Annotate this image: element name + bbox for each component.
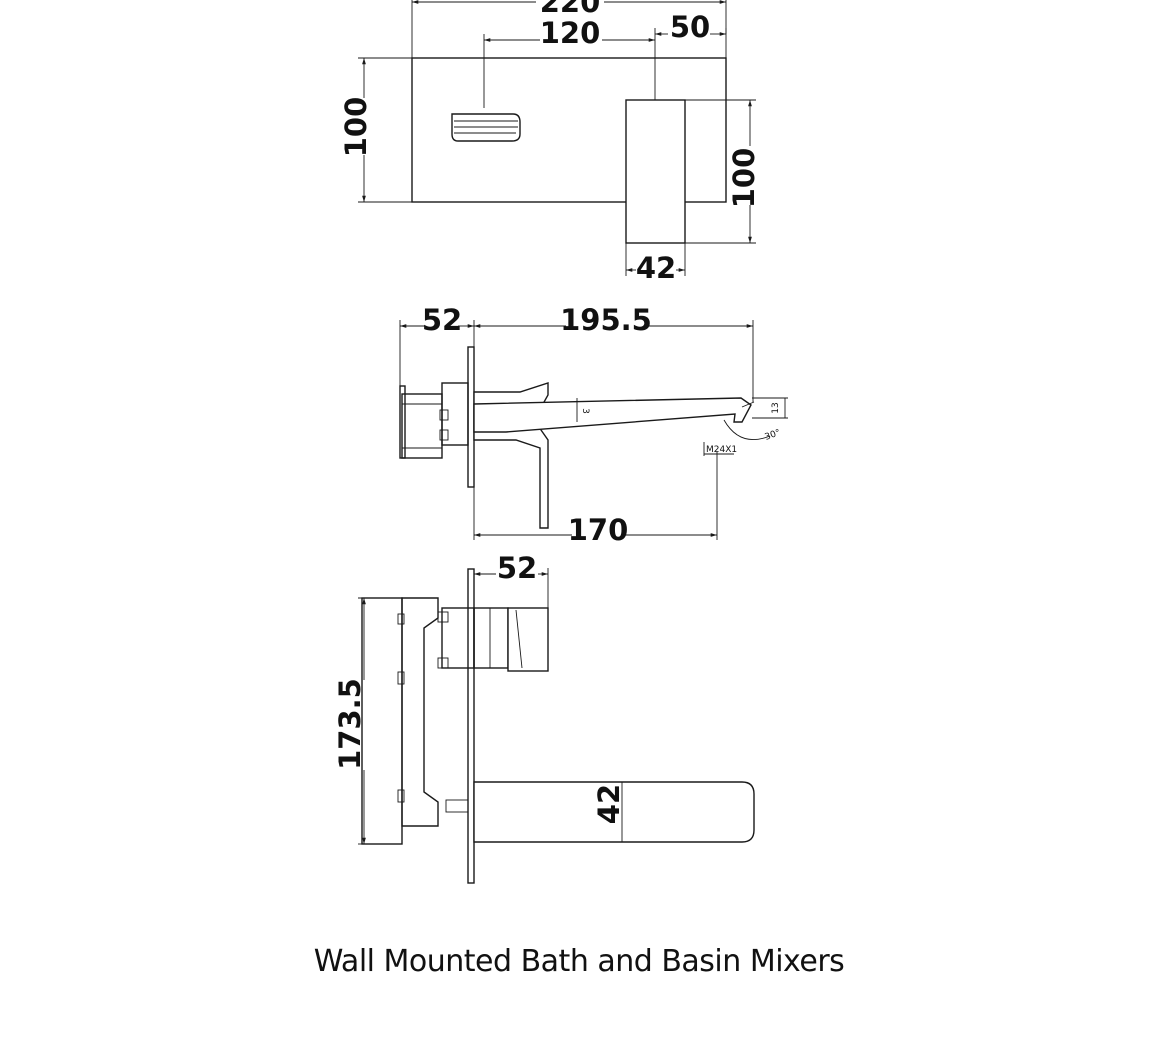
dim-body-depth: 52 <box>422 303 462 337</box>
dim-handle-depth: 52 <box>497 551 537 585</box>
front-view: 220 120 50 100 100 42 <box>339 0 761 285</box>
dim-handle-width: 42 <box>636 251 676 285</box>
valve-body-side <box>399 382 469 459</box>
dim-plate-height: 100 <box>339 97 373 158</box>
dim-outlet-small: 3 <box>580 408 590 414</box>
top-view: 52 173.5 42 <box>333 551 755 884</box>
dim-thread: M24X1 <box>706 445 737 455</box>
spout-side <box>473 397 752 433</box>
dim-total-width: 220 <box>540 0 601 19</box>
dim-spout-offset: 120 <box>540 16 601 50</box>
dim-spout-length: 195.5 <box>560 303 652 337</box>
handle-cartridge-plan <box>441 607 549 672</box>
dim-spout-projection: 170 <box>568 513 629 547</box>
wall-plate-side <box>467 346 475 488</box>
side-view: 52 195.5 170 3 13 30° M24X1 <box>399 303 788 547</box>
dim-handle-height: 100 <box>727 148 761 209</box>
drawing-caption: Wall Mounted Bath and Basin Mixers <box>313 944 845 979</box>
dim-angle: 30° <box>764 428 782 443</box>
dim-overall-height: 173.5 <box>333 678 367 770</box>
lever-handle-front <box>625 99 686 244</box>
wall-plate-outline <box>411 57 727 203</box>
dim-handle-offset: 50 <box>670 10 710 44</box>
valve-body-plan <box>361 597 469 845</box>
spout-outlet-icon <box>451 113 521 142</box>
dim-outlet-height: 13 <box>771 402 781 413</box>
wall-plate-plan <box>467 568 475 884</box>
dim-spout-thickness: 42 <box>592 784 626 824</box>
spout-plan <box>473 781 755 843</box>
